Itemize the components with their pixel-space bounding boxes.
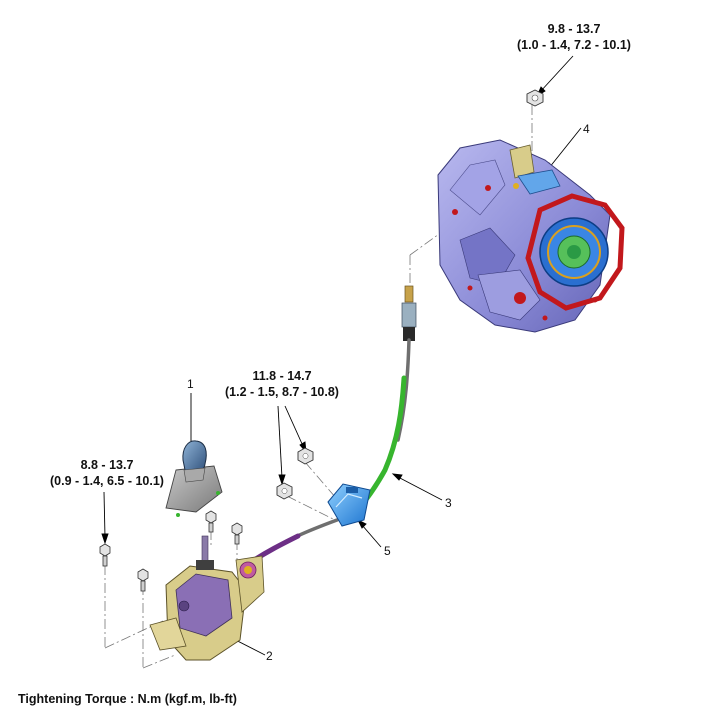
cable-mounting-bracket: [327, 483, 371, 527]
shift-lever-bracket: [517, 169, 561, 195]
shift-lever-knob: [165, 440, 223, 517]
torque-units-footer: Tightening Torque : N.m (kgf.m, lb-ft): [18, 692, 237, 706]
callout-1: 1: [187, 377, 194, 391]
callout-2: 2: [266, 649, 273, 663]
torque-spec-middle: 11.8 - 14.7 (1.2 - 1.5, 8.7 - 10.8): [215, 368, 349, 400]
housing-flange: [525, 193, 625, 311]
torque-alt-units: (0.9 - 1.4, 6.5 - 10.1): [50, 474, 164, 488]
bolt: [99, 543, 111, 567]
bracket-nuts: [276, 447, 314, 500]
callout-5: 5: [384, 544, 391, 558]
callout-3: 3: [445, 496, 452, 510]
torque-spec-top: 9.8 - 13.7 (1.0 - 1.4, 7.2 - 10.1): [507, 21, 641, 53]
bolt: [231, 522, 243, 545]
torque-alt-units: (1.2 - 1.5, 8.7 - 10.8): [225, 385, 339, 399]
torque-spec-left: 8.8 - 13.7 (0.9 - 1.4, 6.5 - 10.1): [40, 457, 174, 489]
torque-alt-units: (1.0 - 1.4, 7.2 - 10.1): [517, 38, 631, 52]
torque-value: 9.8 - 13.7: [547, 22, 601, 36]
torque-value: 8.8 - 13.7: [80, 458, 134, 472]
callout-4: 4: [583, 122, 590, 136]
bolt: [137, 568, 149, 592]
shift-lever-assembly: [149, 535, 265, 661]
torque-leader-lines: [101, 55, 574, 545]
mounting-bolts: [99, 510, 243, 592]
transaxle-assembly: [437, 139, 625, 333]
flange-nut-top: [526, 89, 544, 107]
torque-value: 11.8 - 14.7: [252, 369, 312, 383]
bolt: [205, 510, 217, 533]
shift-cable: [245, 285, 417, 567]
